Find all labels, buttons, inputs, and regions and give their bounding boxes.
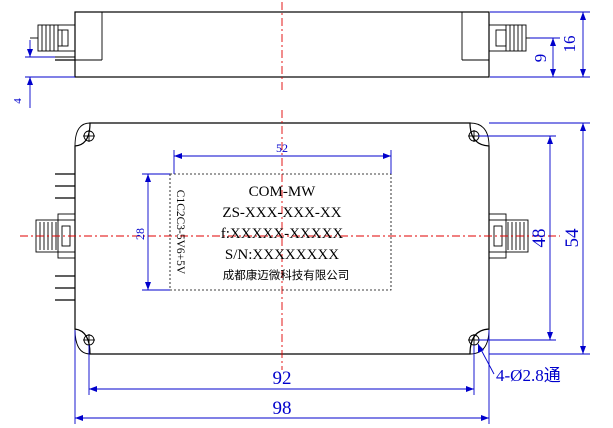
hole-callout-text: 4-Ø2.8通 — [496, 366, 561, 385]
dim-hole-spacing-vertical: 48 — [478, 135, 556, 341]
dim-connector-height: 9 — [530, 37, 560, 77]
label-line2: ZS-XXX-XXX-XX — [222, 205, 341, 221]
dim-hole-spacing-horizontal-text: 92 — [273, 368, 292, 389]
dim-flange-offset-text: 4 — [12, 98, 24, 104]
dim-connector-height-text: 9 — [531, 54, 550, 63]
dim-top-height: 16 — [490, 11, 590, 78]
dim-label-height-text: 28 — [133, 228, 147, 240]
dim-flange-offset: 4 — [12, 40, 75, 108]
right-connector-side — [488, 24, 534, 52]
dim-label-width: 52 — [173, 141, 392, 174]
label-company: 成都康迈微科技有限公司 — [223, 268, 350, 282]
label-line3: f:XXXXX-XXXXX — [221, 226, 344, 242]
mounting-hole-tl — [83, 130, 95, 142]
power-pins — [55, 173, 75, 301]
hole-callout: 4-Ø2.8通 — [477, 343, 561, 385]
dim-label-width-text: 52 — [276, 141, 288, 155]
dim-label-height: 28 — [133, 173, 170, 291]
side-view: 16 9 4 — [12, 2, 590, 108]
top-view: COM-MW ZS-XXX-XXX-XX f:XXXXX-XXXXX S/N:X… — [20, 110, 590, 424]
dim-hole-spacing-horizontal: 92 — [88, 345, 475, 395]
label-line4: S/N:XXXXXXXX — [225, 247, 339, 263]
dim-hole-spacing-vertical-text: 48 — [529, 229, 550, 248]
dim-overall-width: 98 — [74, 330, 490, 424]
dim-top-height-text: 16 — [560, 36, 579, 53]
product-label-box — [169, 173, 392, 291]
left-connector-side — [30, 24, 76, 52]
label-pins: C1C2C3-5V6+5V — [174, 190, 186, 275]
dim-overall-width-text: 98 — [273, 398, 292, 419]
label-line1: COM-MW — [249, 184, 317, 200]
mounting-hole-bl — [83, 334, 95, 346]
dim-overall-height: 54 — [489, 122, 590, 355]
dim-overall-height-text: 54 — [562, 228, 583, 248]
